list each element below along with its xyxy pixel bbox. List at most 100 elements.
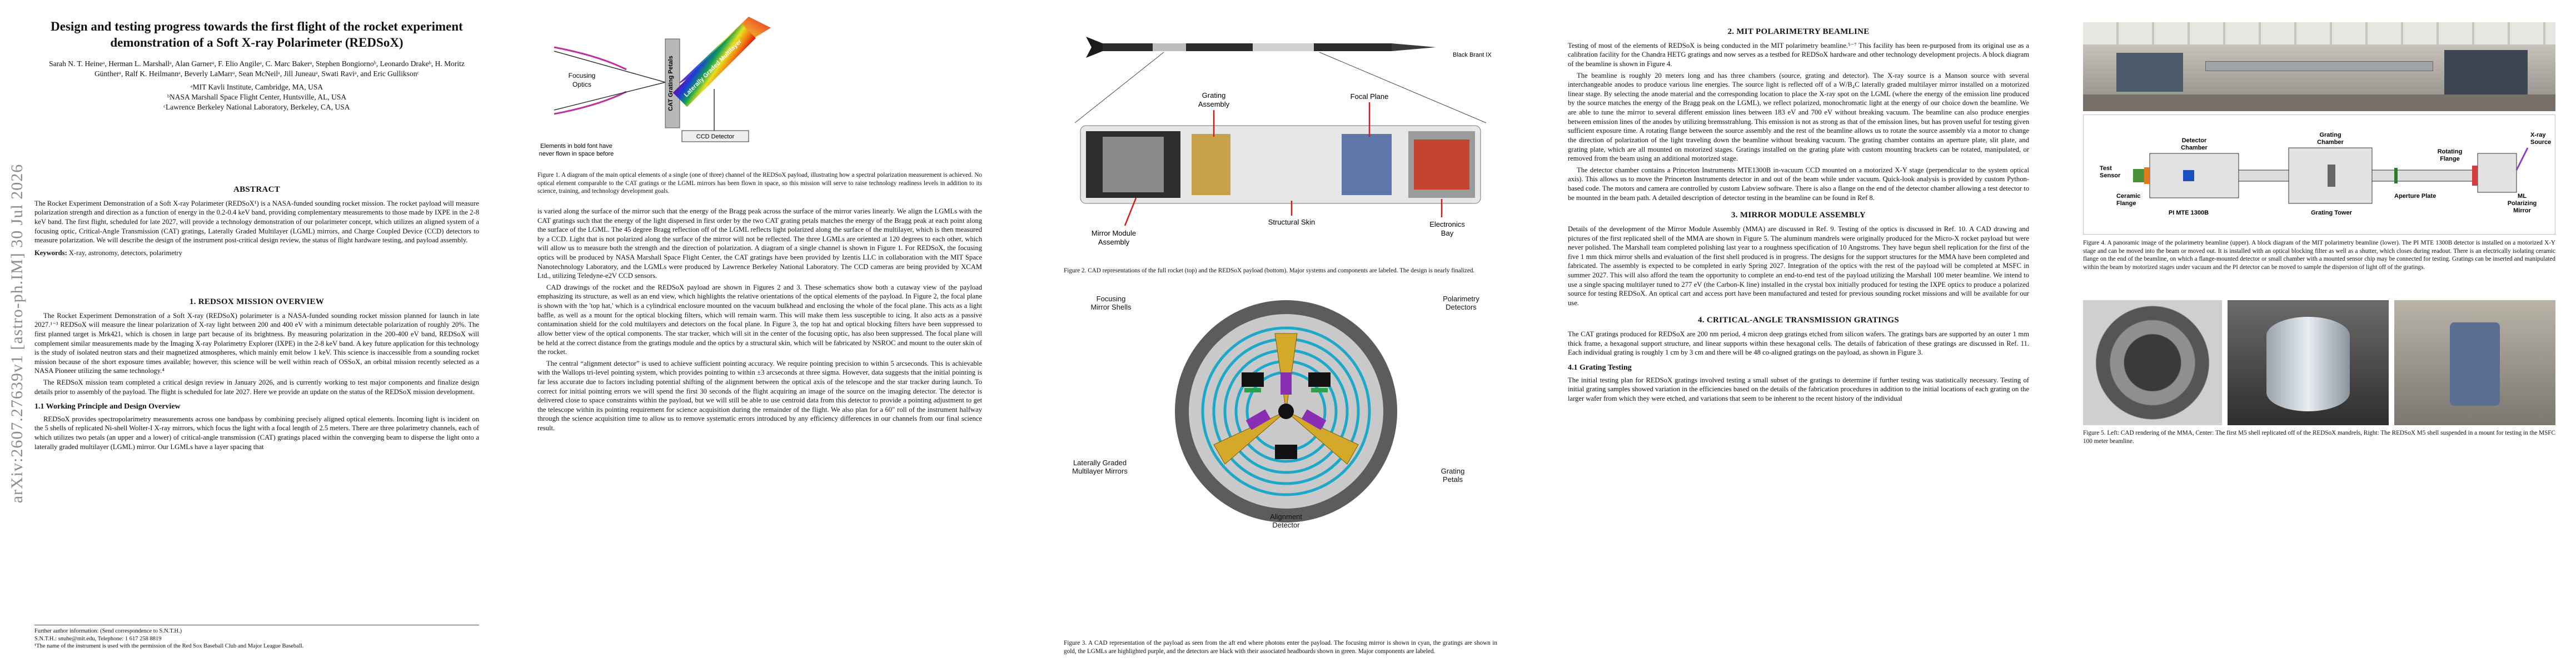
label-ccd: CCD Detector (696, 133, 735, 140)
label-cat-gratings: CAT Grating Petals (667, 56, 674, 111)
label-focal-plane: Focal Plane (1351, 92, 1389, 101)
label-focusing-optics: Focusing (569, 72, 596, 79)
page-4-body: 2. MIT POLARIMETRY BEAMLINE Testing of m… (1568, 19, 2029, 405)
subsection-1-1-heading: 1.1 Working Principle and Design Overvie… (34, 402, 181, 411)
label-focusing-optics-2: Optics (572, 81, 591, 88)
m5-shell-mount-photo (2394, 300, 2555, 425)
ceramic-flange-shape (2144, 167, 2150, 184)
author-list: Sarah N. T. Heineᵃ, Herman L. Marshallᵃ,… (49, 59, 465, 78)
payload-end-view (1175, 300, 1397, 522)
label-ml-mirror: ML (2518, 193, 2527, 200)
ccd-detector-shape (681, 130, 749, 142)
lgml-mirror-shape (672, 24, 756, 107)
label-test-sensor-2: Sensor (2100, 172, 2121, 179)
full-rocket-shape (1086, 37, 1436, 58)
label-grating-chamber-2: Chamber (2317, 139, 2344, 146)
figure-2: Black Brant IX Grating Assembly Focal Pl… (1053, 20, 1508, 265)
abstract-heading: ABSTRACT (233, 185, 281, 194)
focusing-optics-shape (554, 46, 666, 115)
subsection-4-1-heading: 4.1 Grating Testing (1568, 364, 1632, 372)
page-3: Black Brant IX Grating Assembly Focal Pl… (1030, 0, 1546, 667)
beamline-panorama-photo (2083, 22, 2555, 111)
label-detector-chamber-2: Chamber (2181, 145, 2208, 151)
paragraph: The detector chamber contains a Princeto… (1568, 166, 2029, 202)
page-1: arXiv:2607.27639v1 [astro-ph.IM] 30 Jul … (0, 0, 515, 667)
affiliations: ᵃMIT Kavli Institute, Cambridge, MA, USA… (163, 82, 350, 112)
label-electronics-bay: Electronics (1429, 220, 1465, 228)
paragraph: The CAT gratings produced for REDSoX are… (1568, 330, 2029, 357)
section-1-heading: 1. REDSOX MISSION OVERVIEW (189, 297, 325, 306)
alignment-detector-shape (1278, 404, 1294, 419)
paragraph: Details of the development of the Mirror… (1568, 225, 2029, 307)
note-line-2: never flown in space before (539, 151, 614, 157)
figure-1-caption: Figure 1. A diagram of the main optical … (537, 172, 982, 195)
label-electronics-bay-2: Bay (1441, 229, 1454, 237)
label-xray-source: X-ray (2530, 132, 2546, 138)
aperture-plate-shape (2394, 168, 2398, 183)
paragraph: The initial testing plan for REDSoX grat… (1568, 376, 2029, 402)
ml-mirror-shape (2515, 147, 2529, 171)
pipe-shape (2238, 170, 2289, 182)
payload-cutaway-shape (1080, 125, 1481, 204)
pi-detector-shape (2183, 170, 2194, 181)
label-ml-mirror-3: Mirror (2513, 207, 2532, 214)
section-4-heading: 4. CRITICAL-ANGLE TRANSMISSION GRATINGS (1697, 316, 1900, 325)
label-ml-mirror-2: Polarizing (2508, 200, 2537, 207)
paragraph: CAD drawings of the rocket and the REDSo… (537, 283, 982, 356)
figure-5-caption: Figure 5. Left: CAD rendering of the MMA… (2083, 430, 2555, 445)
rotating-flange-shape (2472, 166, 2478, 186)
label-black-brant: Black Brant IX (1453, 52, 1492, 58)
pipe-shape (2371, 170, 2478, 182)
cat-grating-shape (665, 38, 680, 128)
paper-title: Design and testing progress towards the … (51, 19, 463, 49)
paragraph: The beamline is roughly 20 meters long a… (1568, 71, 2029, 163)
page-5: X-ray Source Detector Chamber Grating Ch… (2061, 0, 2576, 667)
lgml-mirrors-shape (1245, 372, 1327, 430)
paragraph: Testing of most of the elements of REDSo… (1568, 41, 2029, 68)
paragraph: The central “alignment detector” is used… (537, 359, 982, 432)
footnotes: Further author information: (Send corres… (34, 625, 479, 650)
paragraph: is varied along the surface of the mirro… (537, 207, 982, 280)
polarimeter-channel-diagram: Focusing Optics CAT Grating Petals Later… (539, 17, 771, 157)
label-rotating-flange-2: Flange (2440, 156, 2459, 162)
label-ceramic-flange-2: Flange (2116, 200, 2136, 207)
section-2-heading: 2. MIT POLARIMETRY BEAMLINE (1727, 27, 1870, 36)
page-2-body: is varied along the surface of the mirro… (537, 207, 982, 435)
arrow-mma (1124, 197, 1137, 226)
figure-2-caption: Figure 2. CAD representations of the ful… (1064, 267, 1475, 274)
section-1: 1. REDSOX MISSION OVERVIEW The Rocket Ex… (34, 289, 479, 454)
grating-tower-shape (2328, 165, 2335, 187)
label-ceramic-flange: Ceramic (2116, 193, 2140, 200)
figure-4-caption: Figure 4. A panoramic image of the polar… (2083, 240, 2555, 271)
label-grating-assembly: Grating (1202, 91, 1226, 99)
page-4: 2. MIT POLARIMETRY BEAMLINE Testing of m… (1546, 0, 2061, 667)
m5-shell-photo (2228, 300, 2389, 425)
paragraph: The REDSoX mission team completed a crit… (34, 379, 479, 396)
label-test-sensor: Test (2100, 165, 2112, 172)
label-detector-chamber: Detector (2182, 137, 2207, 144)
label-pi-mte: PI MTE 1300B (2169, 210, 2209, 216)
abstract-text: The Rocket Experiment Demonstration of a… (34, 199, 479, 245)
label-grating-assembly-2: Assembly (1198, 100, 1230, 108)
figure-4-diagram: X-ray Source Detector Chamber Grating Ch… (2082, 114, 2556, 235)
zoom-lines (1074, 52, 1487, 123)
section-3-heading: 3. MIRROR MODULE ASSEMBLY (1731, 211, 1866, 220)
paragraph: The Rocket Experiment Demonstration of a… (34, 311, 479, 375)
title-block: Design and testing progress towards the … (34, 19, 479, 113)
figure-3-caption: Figure 3. A CAD representation of the pa… (1064, 640, 1497, 655)
rocket-cad: Black Brant IX Grating Assembly Focal Pl… (1074, 37, 1492, 246)
mma-cad-image (2083, 300, 2222, 425)
note-line-1: Elements in bold font have (540, 143, 612, 150)
label-structural-skin: Structural Skin (1268, 218, 1316, 226)
label-lgml: Laterally Graded Multilayer (683, 38, 744, 98)
label-rotating-flange: Rotating (2438, 148, 2463, 155)
test-sensor-shape (2133, 169, 2144, 182)
abstract: ABSTRACT The Rocket Experiment Demonstra… (34, 177, 479, 257)
label-aperture-plate: Aperture Plate (2394, 193, 2436, 200)
